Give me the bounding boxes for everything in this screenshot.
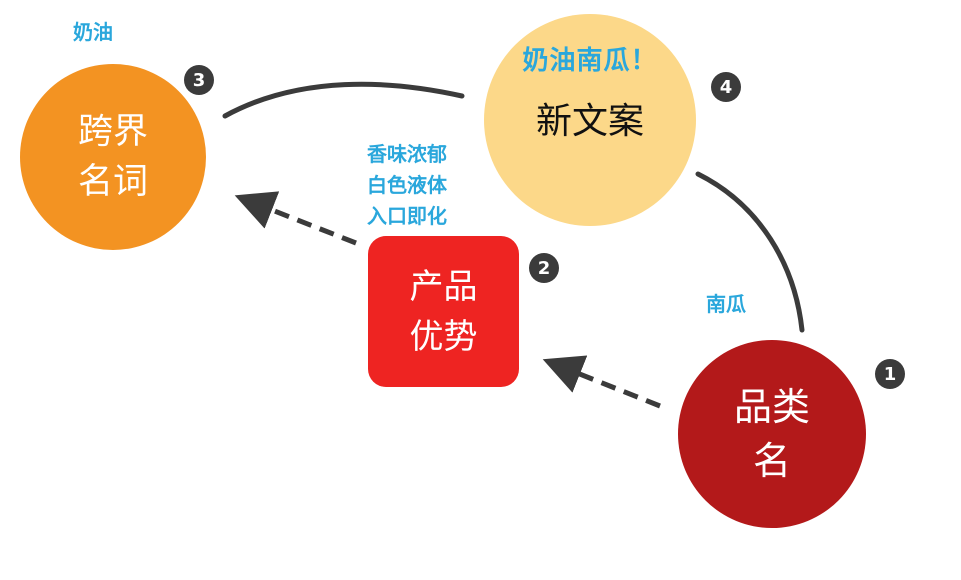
label-feature-3: 入口即化: [367, 204, 447, 228]
step-badge-4: 4: [711, 72, 741, 102]
connector-copy-to-category: [695, 171, 805, 333]
label-cream: 奶油: [73, 20, 113, 44]
node-category-name: 品类 名: [678, 340, 866, 528]
arrow-category-to-product: [542, 355, 661, 409]
connector-crossover-to-copy: [222, 81, 465, 119]
node-category-line1: 品类: [733, 385, 810, 429]
label-feature-1: 香味浓郁: [367, 142, 447, 166]
step-badge-2: 2: [529, 253, 559, 283]
label-feature-2: 白色液体: [367, 173, 447, 197]
label-feature-list: 香味浓郁 白色液体 入口即化: [367, 139, 447, 232]
node-copy-subtitle: 奶油南瓜！: [522, 46, 658, 76]
node-copy-title: 新文案: [535, 101, 644, 142]
node-crossover-line1: 跨界: [77, 112, 148, 152]
arrow-product-to-crossover: [234, 191, 357, 246]
node-crossover-noun: 跨界 名词: [20, 64, 206, 250]
node-crossover-line2: 名词: [77, 162, 148, 202]
step-badge-1: 1: [875, 359, 905, 389]
node-product-line2: 优势: [409, 316, 478, 357]
node-new-copy: 奶油南瓜！ 新文案: [484, 14, 696, 226]
label-pumpkin: 南瓜: [706, 292, 746, 316]
node-product-advantage: 产品 优势: [368, 236, 519, 387]
node-product-line1: 产品: [409, 266, 478, 307]
node-category-line2: 名: [752, 439, 791, 483]
step-badge-3: 3: [184, 65, 214, 95]
